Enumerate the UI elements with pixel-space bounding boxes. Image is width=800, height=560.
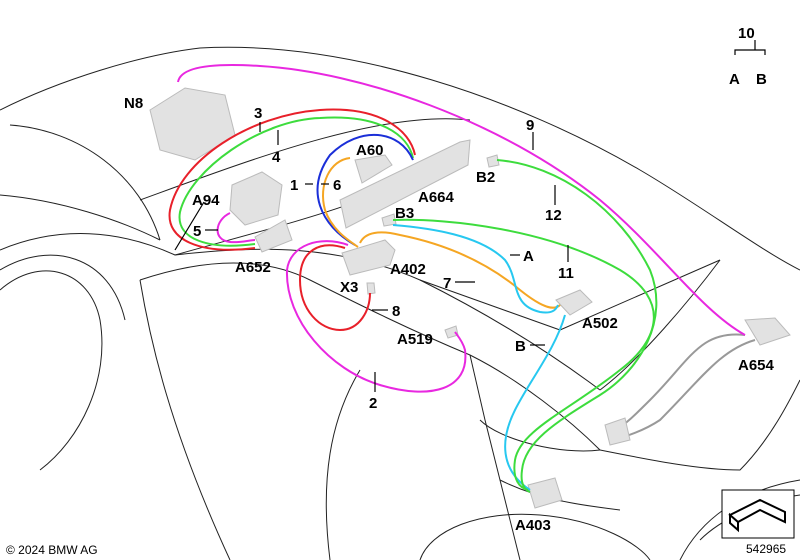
wire-B [504,314,566,491]
wire-4 [178,116,414,247]
diagram-number: 542965 [746,542,786,556]
label-3: 3 [254,105,262,122]
copyright: © 2024 BMW AG [6,543,98,557]
label-A664: A664 [418,189,455,206]
wire-2-red [298,244,371,332]
label-9: 9 [526,117,534,134]
label-1: 1 [290,177,298,194]
label-A403: A403 [515,517,551,534]
label-A60: A60 [356,142,384,159]
part-A652 [254,219,293,253]
part-X3 [366,282,376,295]
wire-5 [216,212,256,244]
label-A: A [523,248,534,265]
label-A402: A402 [390,261,426,278]
wire-12 [496,159,658,493]
part-B3 [381,213,397,227]
wire-7 [359,231,561,309]
label-4: 4 [272,149,281,166]
label-A654: A654 [738,357,775,374]
label-10-B: B [756,71,767,88]
label-N8: N8 [124,95,143,112]
label-7: 7 [443,275,451,292]
part-A654-connector [604,417,631,446]
part-A654 [744,317,791,346]
leader-lines [174,40,766,392]
label-6: 6 [333,177,341,194]
label-B3: B3 [395,205,414,222]
label-10-A: A [729,71,740,88]
part-A664 [339,139,471,229]
label-B2: B2 [476,169,495,186]
orientation-arrow-icon [721,489,795,539]
label-A519: A519 [397,331,433,348]
wire-2-magenta [285,240,467,393]
wire-9 [177,63,746,336]
wire-6 [322,157,359,248]
label-12: 12 [545,207,562,224]
label-A502: A502 [582,315,618,332]
wire-1 [316,133,414,246]
label-A94: A94 [192,192,220,209]
wire-3 [168,108,416,251]
wire-A [392,224,559,314]
wire-11 [392,218,655,491]
label-B: B [515,338,526,355]
label-A652: A652 [235,259,271,276]
label-11: 11 [558,265,574,282]
label-2: 2 [369,395,377,412]
part-A502 [555,289,593,316]
part-A403 [527,477,563,509]
part-A94 [229,171,283,226]
wires [168,63,746,493]
part-A60 [354,154,393,184]
label-5: 5 [193,223,201,240]
part-N8 [149,87,236,161]
part-A654-harness [614,333,756,439]
label-X3: X3 [340,279,358,296]
label-10: 10 [738,25,755,42]
callout-labels: N8 3 4 A60 1 6 A664 9 B2 12 A94 5 B3 A65… [124,25,775,534]
part-A402 [341,239,396,276]
part-B2 [486,154,500,168]
label-8: 8 [392,303,400,320]
parts [149,87,791,509]
